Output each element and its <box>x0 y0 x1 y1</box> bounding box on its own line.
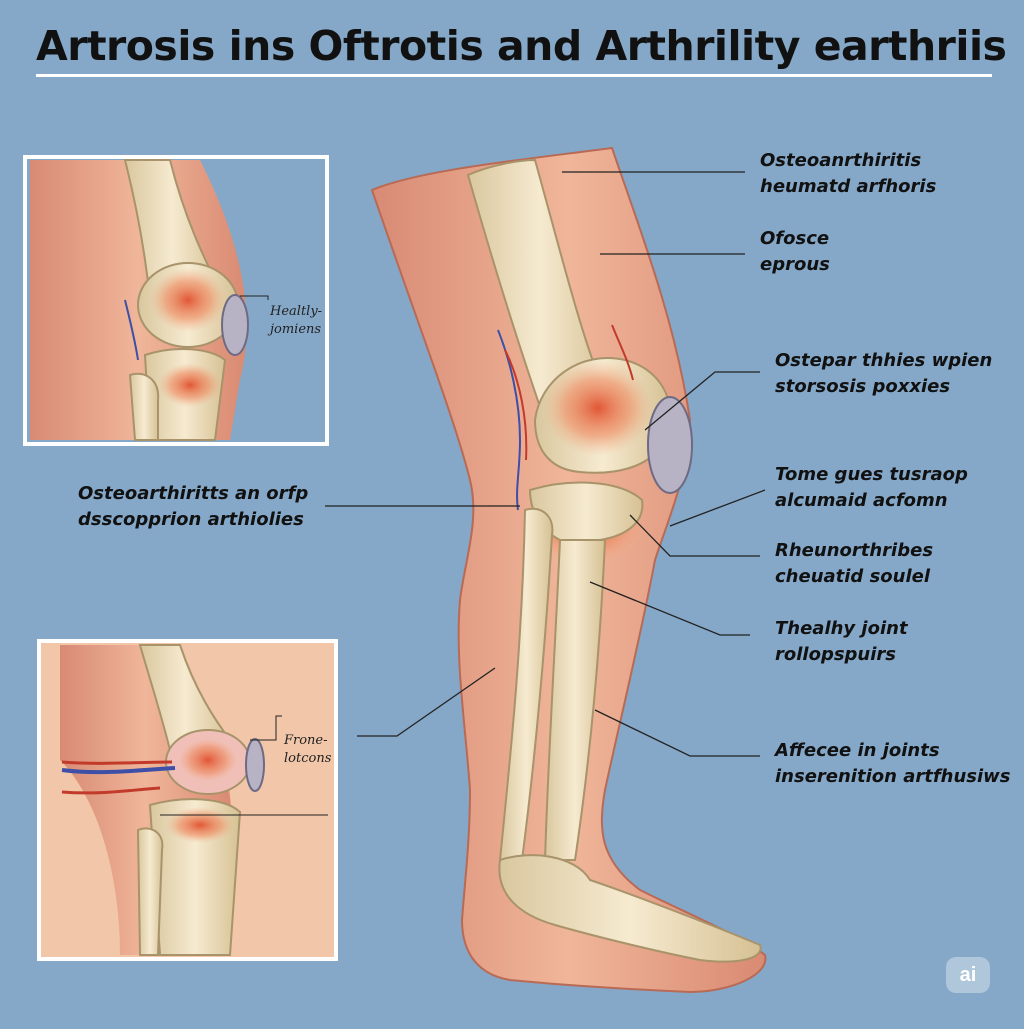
label-line: heumatd arfhoris <box>760 176 937 197</box>
label-ostepar: Ostepar thhies wpien storsosis poxxies <box>775 348 992 400</box>
main-leg <box>370 146 767 994</box>
label-affecee: Affecee in joints inserenition artfhusiw… <box>775 738 1011 790</box>
label-line: Osteoarthiritts an orfp <box>78 483 309 504</box>
inset-label-line: lotcons <box>284 751 332 766</box>
inset-bottom <box>37 639 338 961</box>
label-line: Ostepar thhies wpien <box>775 350 993 371</box>
label-osteoarthiritts: Osteoarthiritts an orfp dsscopprion arth… <box>78 481 308 533</box>
inset-label-line: Healtly- <box>270 304 323 319</box>
label-line: Affecee in joints <box>775 740 940 761</box>
ai-logo: ai <box>946 957 990 993</box>
leader-lines <box>325 171 766 757</box>
label-line: Tome gues tusraop <box>775 464 968 485</box>
label-line: Osteoanrthiritis <box>760 150 922 171</box>
label-line: dsscopprion arthiolies <box>78 509 304 530</box>
inset-label-line: jomiens <box>270 322 322 337</box>
label-tome-gues: Tome gues tusraop alcumaid acfomn <box>775 462 968 514</box>
label-line: Ofosce <box>760 228 830 249</box>
title-divider <box>36 74 992 77</box>
label-line: storsosis poxxies <box>775 376 951 397</box>
inset-bottom-label: Frone- lotcons <box>284 732 331 768</box>
label-thealhy-joint: Thealhy joint rollopspuirs <box>775 616 908 668</box>
inset-top <box>23 155 329 446</box>
label-line: cheuatid soulel <box>775 566 931 587</box>
label-line: alcumaid acfomn <box>775 490 948 511</box>
label-line: rollopspuirs <box>775 644 897 665</box>
label-rheunorthribes: Rheunorthribes cheuatid soulel <box>775 538 933 590</box>
label-line: eprous <box>760 254 830 275</box>
label-line: Thealhy joint <box>775 618 908 639</box>
label-ofosce: Ofosce eprous <box>760 226 830 278</box>
label-osteoarthritis: Osteoanrthiritis heumatd arfhoris <box>760 148 936 200</box>
page-title: Artrosis ins Oftrotis and Arthrility ear… <box>36 22 1007 70</box>
inset-label-line: Frone- <box>284 733 328 748</box>
inset-top-label: Healtly- jomiens <box>270 303 322 339</box>
label-line: inserenition artfhusiws <box>775 766 1011 787</box>
label-line: Rheunorthribes <box>775 540 934 561</box>
